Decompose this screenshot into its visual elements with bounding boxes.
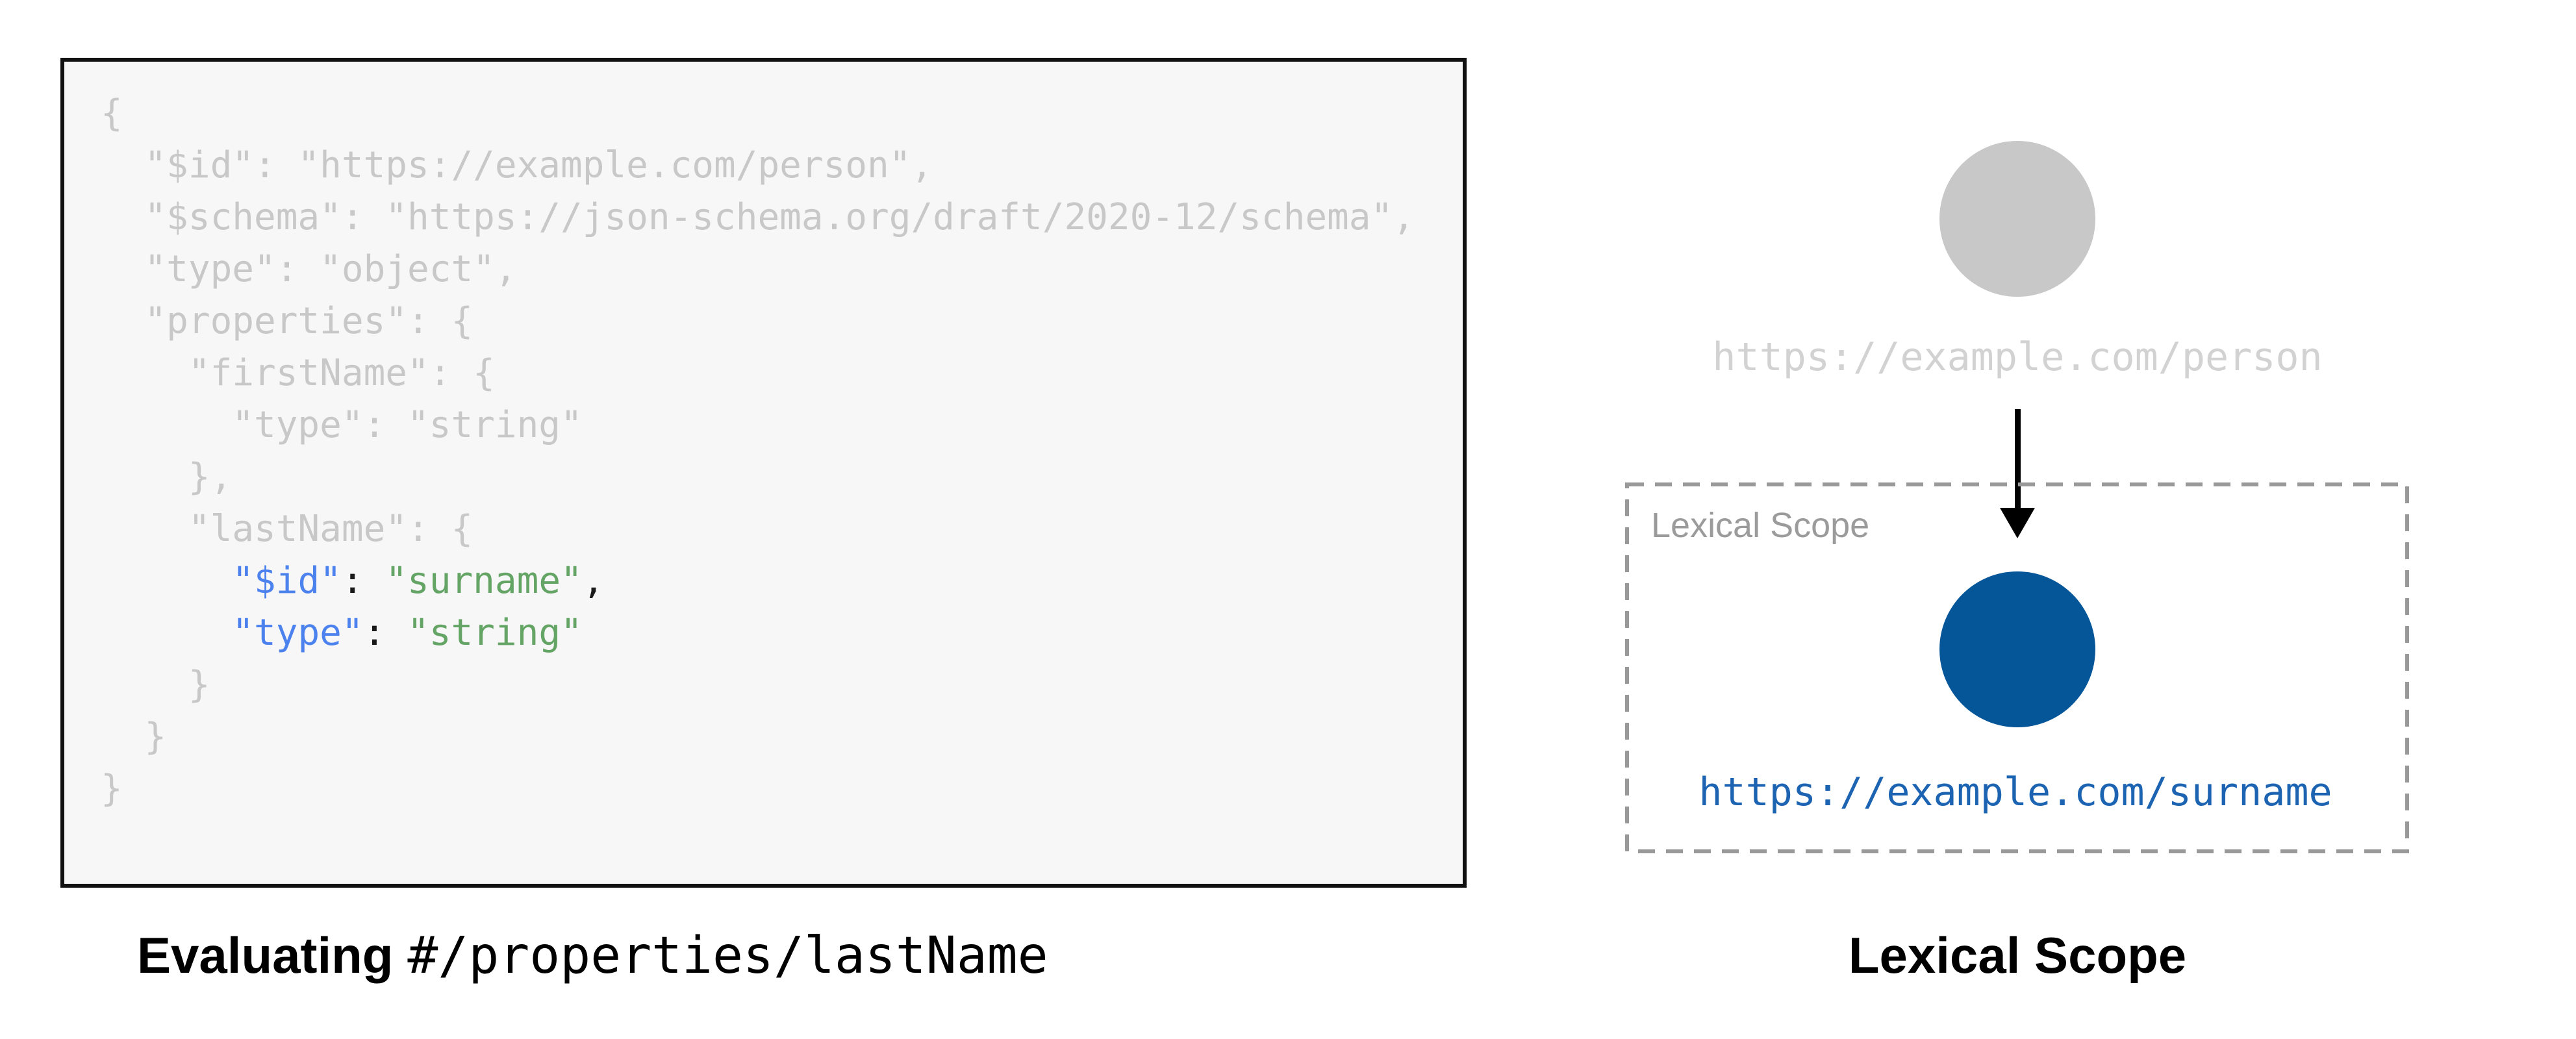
arrow-down-line bbox=[2015, 409, 2021, 508]
arrow-down-head bbox=[2000, 508, 2035, 538]
code-block: { "$id": "https://example.com/person", "… bbox=[101, 92, 1415, 810]
caption-lexical-scope: Lexical Scope bbox=[1848, 927, 2187, 984]
surname-url-label: https://example.com/surname bbox=[1698, 770, 2332, 815]
lexical-scope-box bbox=[1625, 482, 2409, 853]
lexical-scope-inner-label: Lexical Scope bbox=[1651, 506, 1870, 545]
json-schema-code-panel: { "$id": "https://example.com/person", "… bbox=[60, 58, 1467, 888]
caption-evaluating-pointer: #/properties/lastName bbox=[407, 927, 1048, 985]
caption-evaluating-word: Evaluating bbox=[137, 927, 394, 984]
person-schema-node-circle bbox=[1939, 141, 2095, 297]
surname-schema-node-circle bbox=[1939, 571, 2095, 727]
caption-evaluating: Evaluating#/properties/lastName bbox=[137, 926, 1048, 985]
person-url-label: https://example.com/person bbox=[1712, 334, 2323, 380]
